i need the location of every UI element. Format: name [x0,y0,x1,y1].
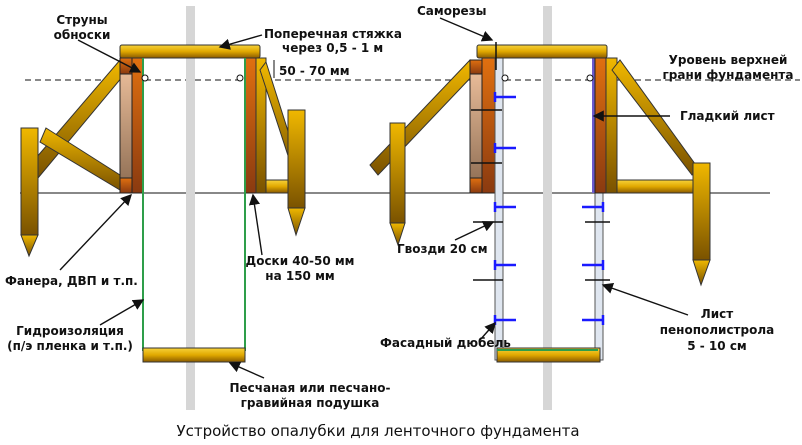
label-gap: 50 - 70 мм [279,64,350,78]
label-plywood: Фанера, ДВП и т.п. [5,274,138,288]
sand-cushion [142,347,246,363]
label-waterproofing: Гидроизоляция(п/э пленка и т.п.) [7,324,133,353]
foam-sheet-right [594,192,604,361]
label-screws: Саморезы [417,4,487,18]
right-formwork [369,42,711,363]
center-pole-right [543,6,552,410]
label-sand-cushion: Песчаная или песчано-гравийная подушка [229,381,390,410]
label-dowel: Фасадный дюбель [380,336,511,350]
center-pole-left [186,6,195,410]
crossbar [119,44,261,59]
left-formwork [20,44,306,363]
dowels [493,92,605,325]
label-smooth-sheet: Гладкий лист [680,109,775,123]
label-nails: Гвозди 20 см [397,242,488,256]
diagram-title: Устройство опалубки для ленточного фунда… [176,422,579,440]
